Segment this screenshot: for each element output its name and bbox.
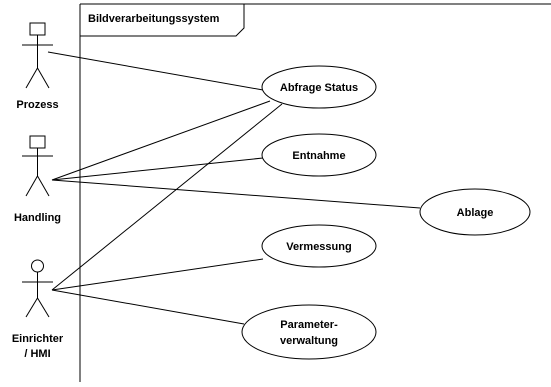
association-handling-ablage [51, 179, 421, 209]
association-prozess-abfrage-status [47, 51, 264, 91]
use-case-entnahme: Entnahme [261, 133, 377, 177]
use-case-label: Vermessung [286, 241, 351, 253]
system-title-tab [80, 4, 245, 37]
use-case-parameterverwaltung: Parameter- verwaltung [241, 304, 377, 360]
actor-leg-right [37, 297, 50, 318]
use-case-label-line2: verwaltung [280, 335, 338, 347]
actor-leg-left [25, 297, 38, 318]
actor-prozess: Prozess [16, 22, 59, 111]
system-title: Bildverarbeitungssystem [88, 13, 220, 25]
use-case-vermessung: Vermessung [261, 224, 377, 268]
actor-label-prozess: Prozess [16, 99, 58, 111]
actor-head-box [29, 22, 46, 36]
actor-einrichter: Einrichter / HMI [12, 259, 64, 360]
actor-label-einrichter-line1: Einrichter [12, 333, 64, 345]
association-einrichter-vermessung [51, 258, 264, 291]
actor-label-einrichter-line2: / HMI [24, 348, 50, 360]
actor-head-box [29, 135, 46, 149]
use-case-ellipse [261, 133, 377, 177]
use-case-label: Abfrage Status [280, 82, 358, 94]
use-case-abfrage-status: Abfrage Status [261, 65, 377, 109]
association-einrichter-abfrage-status [51, 103, 283, 291]
associations [47, 51, 421, 325]
use-case-label: Ablage [457, 207, 494, 219]
use-case-label-line1: Parameter- [280, 319, 338, 331]
use-case-label: Entnahme [292, 150, 345, 162]
actor-handling: Handling [14, 135, 61, 224]
use-case-ellipse [419, 188, 531, 236]
actor-head-circle [31, 259, 44, 273]
association-handling-entnahme [51, 157, 264, 181]
use-case-ellipse [261, 224, 377, 268]
use-case-ablage: Ablage [419, 188, 531, 236]
use-case-ellipse [241, 304, 377, 360]
actor-label-handling: Handling [14, 212, 61, 224]
actor-leg-left [25, 67, 38, 89]
system-boundary: Bildverarbeitungssystem [79, 3, 551, 382]
use-case-ellipse [261, 65, 377, 109]
association-handling-abfrage-status [51, 100, 271, 181]
actor-leg-left [25, 175, 38, 197]
association-einrichter-parameterverwaltung [51, 289, 245, 325]
actor-leg-right [37, 67, 50, 89]
actor-leg-right [37, 175, 50, 197]
